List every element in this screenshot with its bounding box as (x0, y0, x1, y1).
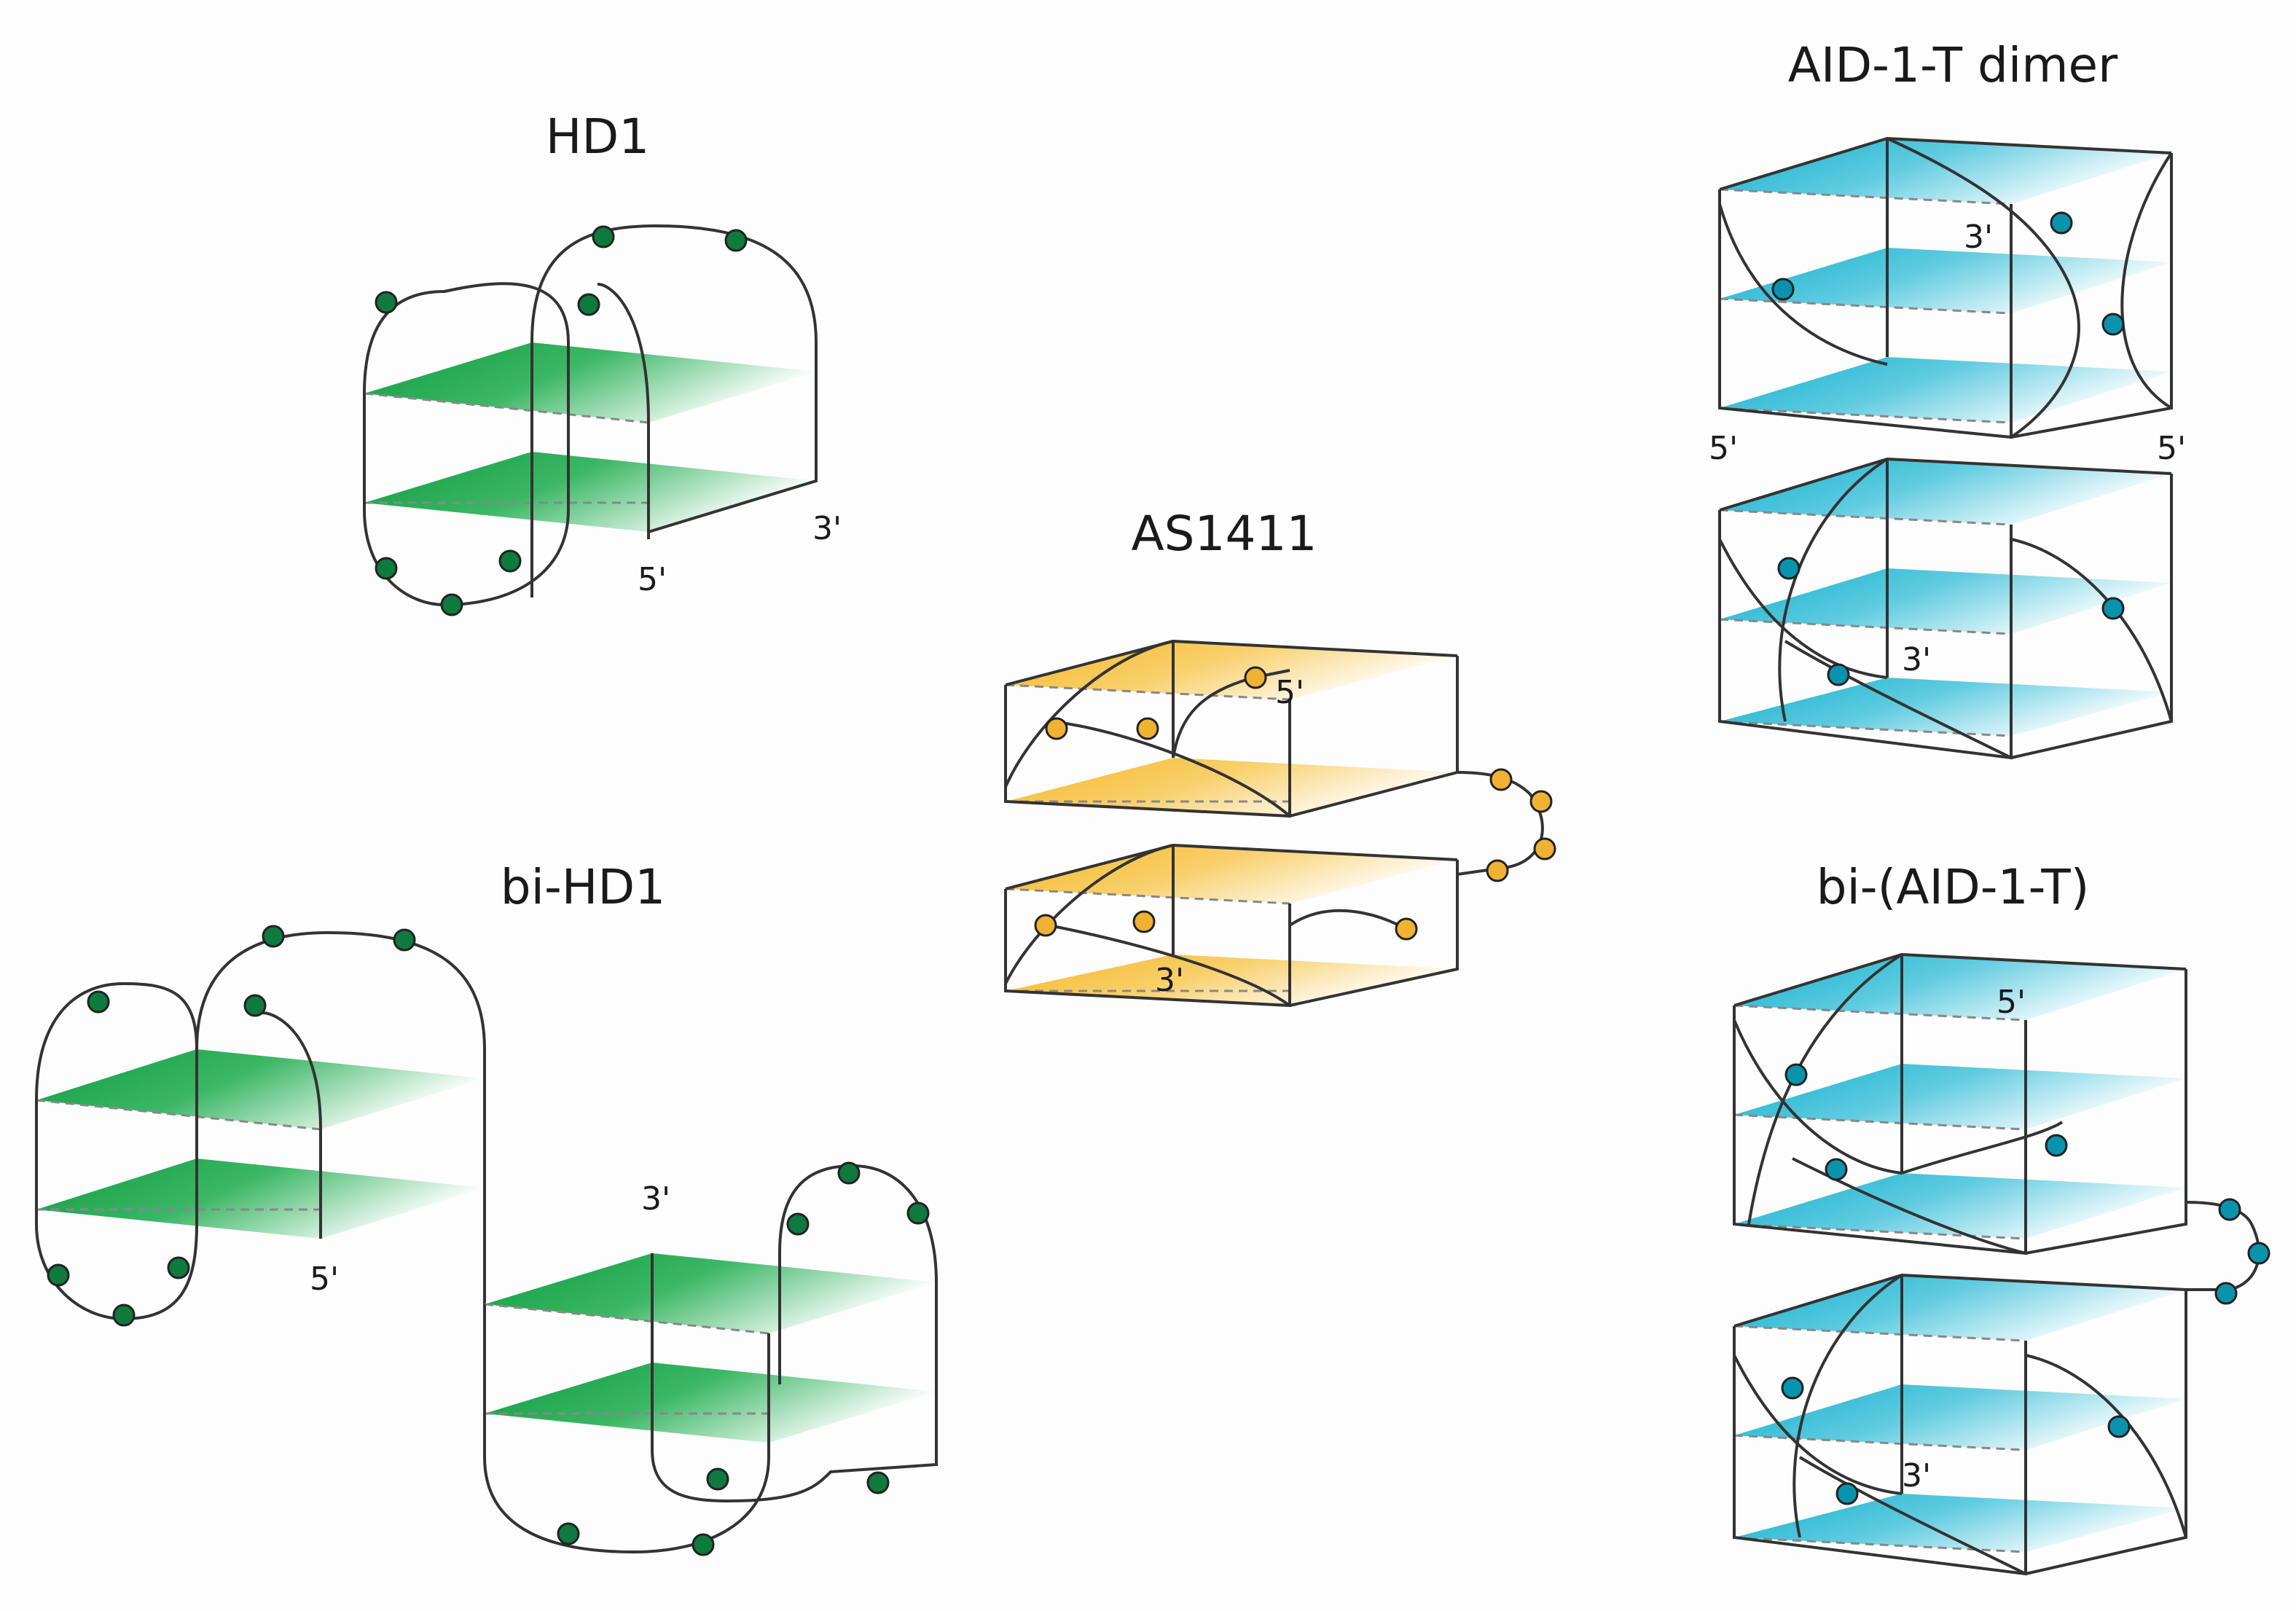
nucleotide-dot (592, 225, 615, 248)
nucleotide-dot (2247, 1242, 2270, 1265)
nucleotide-dot (691, 1533, 715, 1556)
g-tetrad-plate (1006, 641, 1457, 699)
nucleotide-dot (1835, 1482, 1859, 1505)
bihd1-loop-dots (47, 925, 930, 1556)
nucleotide-dot (1132, 910, 1156, 933)
g-tetrad-plate (1720, 357, 2171, 423)
bi-aid-title: bi-(AID-1-T) (1817, 859, 2090, 915)
aid-dimer-loop-dots (1771, 211, 2125, 686)
bi-aid-upper-strand (1733, 953, 2260, 1291)
aid-dimer-top-3prime: 3' (1964, 219, 1993, 256)
nucleotide-dot (1244, 666, 1267, 689)
g-tetrad-plate (1720, 138, 2171, 204)
as1411-structure: AS1411 5' 3' (1004, 506, 1556, 1008)
nucleotide-dot (375, 557, 398, 580)
nucleotide-dot (906, 1202, 930, 1225)
nucleotide-dot (2218, 1198, 2241, 1221)
nucleotide-dot (866, 1471, 890, 1494)
g-tetrad-plate (1006, 845, 1457, 904)
nucleotide-dot (262, 925, 285, 948)
hd1-loop-dots (375, 225, 748, 616)
bi-aid-loop-dots (1781, 1063, 2270, 1505)
nucleotide-dot (440, 593, 463, 616)
nucleotide-dot (2107, 1415, 2131, 1438)
nucleotide-dot (837, 1161, 861, 1185)
nucleotide-dot (1784, 1063, 1808, 1086)
nucleotide-dot (393, 928, 416, 952)
nucleotide-dot (706, 1467, 729, 1491)
nucleotide-dot (1827, 663, 1850, 686)
g-tetrad-plate (485, 1253, 936, 1333)
g-tetrad-plate (1734, 1173, 2186, 1239)
bihd1-3prime: 3' (641, 1180, 670, 1218)
nucleotide-dot (577, 293, 600, 316)
g-tetrad-plate (1734, 1384, 2186, 1450)
nucleotide-dot (2101, 597, 2125, 620)
nucleotide-dot (498, 549, 522, 573)
nucleotide-dot (47, 1263, 70, 1287)
aid-dimer-title: AID-1-T dimer (1788, 37, 2118, 93)
nucleotide-dot (87, 990, 110, 1014)
nucleotide-dot (1529, 790, 1553, 813)
as1411-5prime: 5' (1275, 674, 1304, 711)
as1411-3prime: 3' (1155, 962, 1184, 999)
bi-aid-5prime: 5' (1997, 984, 2026, 1021)
nucleotide-dot (1034, 914, 1057, 937)
bihd1-5prime: 5' (310, 1261, 339, 1298)
nucleotide-dot (1533, 837, 1556, 861)
nucleotide-dot (1395, 917, 1418, 941)
aid-dimer-left-5prime: 5' (1709, 430, 1738, 467)
aid-dimer-right-5prime: 5' (2157, 430, 2186, 467)
aid-dimer-structure: AID-1-T dimer 3' 5' 5' 3' (1709, 37, 2186, 760)
nucleotide-dot (2050, 211, 2073, 235)
hd1-5prime: 5' (638, 561, 667, 598)
nucleotide-dot (1489, 768, 1513, 791)
bihd1-left-strand (35, 930, 486, 1384)
aid-dimer-upper-strand (1718, 137, 2173, 439)
nucleotide-dot (1781, 1376, 1804, 1400)
hd1-structure: HD1 5' 3' (363, 109, 842, 616)
g-tetrad-plate (364, 342, 816, 423)
nucleotide-dot (167, 1256, 190, 1279)
nucleotide-dot (2101, 313, 2125, 336)
nucleotide-dot (786, 1212, 810, 1236)
as1411-loop-dots (1034, 666, 1556, 941)
bi-aid-lower-strand (1733, 1274, 2187, 1575)
g-tetrad-plate (1734, 955, 2186, 1020)
as1411-title: AS1411 (1131, 506, 1317, 562)
nucleotide-dot (1486, 859, 1509, 882)
nucleotide-dot (375, 291, 398, 314)
g-tetrad-plate (485, 1363, 936, 1443)
hd1-3prime: 3' (812, 510, 842, 547)
g-tetrad-plate (1734, 1494, 2186, 1552)
g-tetrad-plate (1720, 568, 2171, 634)
nucleotide-dot (1045, 717, 1068, 740)
g-tetrad-plate (1006, 758, 1457, 816)
nucleotide-dot (1136, 717, 1159, 740)
aid-dimer-bottom-3prime: 3' (1902, 641, 1931, 678)
nucleotide-dot (243, 994, 267, 1017)
nucleotide-dot (112, 1304, 136, 1327)
g-tetrad-plate (36, 1159, 485, 1239)
nucleotide-dot (2045, 1134, 2068, 1157)
nucleotide-dot (2214, 1282, 2238, 1305)
nucleotide-dot (1777, 557, 1801, 580)
bi-aid-3prime: 3' (1902, 1457, 1931, 1494)
hd1-strand (363, 224, 818, 607)
nucleotide-dot (724, 229, 748, 252)
g-tetrad-plate (1734, 1064, 2186, 1129)
nucleotide-dot (1771, 278, 1795, 301)
hd1-title: HD1 (546, 109, 649, 165)
nucleotide-dot (557, 1522, 580, 1545)
bihd1-title: bi-HD1 (501, 859, 666, 915)
nucleotide-dot (1825, 1158, 1848, 1181)
bihd1-structure: bi-HD1 5' 3' (35, 859, 938, 1556)
g-tetrad-plate (1006, 955, 1457, 1006)
g-tetrad-plate (1720, 678, 2171, 736)
bihd1-right-strand (483, 1164, 938, 1554)
g-tetrad-plate (364, 452, 816, 532)
bi-aid-structure: bi-(AID-1-T) 5' 3' (1733, 859, 2270, 1576)
g-tetrad-plate (36, 1049, 485, 1129)
